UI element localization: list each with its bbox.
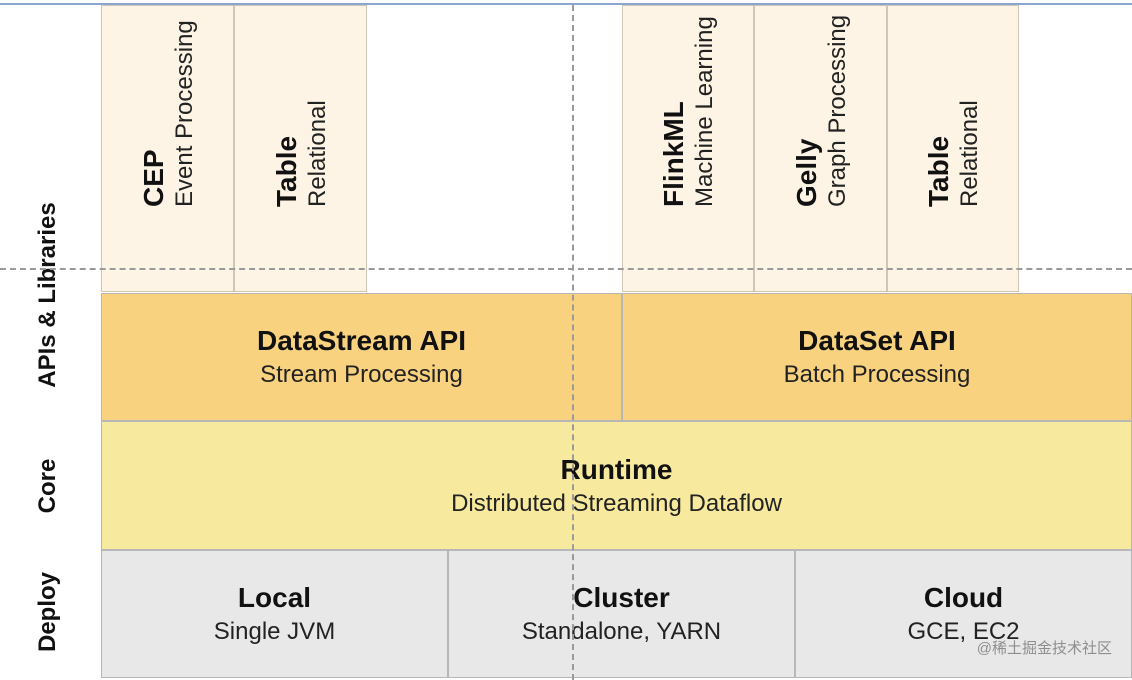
block-title: Cloud [923, 582, 1004, 613]
library-desc: Event Processing [170, 20, 198, 207]
block-subtitle: Batch Processing [783, 361, 971, 388]
block-title: Local [237, 582, 312, 613]
library-desc: Relational [956, 100, 983, 207]
block-subtitle: Single JVM [213, 618, 336, 645]
library-table-batch: Table Relational [887, 5, 1019, 292]
horizontal-dashed-guide [0, 268, 1132, 270]
deploy-local-block: Local Single JVM [101, 550, 448, 678]
library-name: FlinkML [658, 101, 689, 207]
library-name: Gelly [790, 138, 822, 207]
block-title: Runtime [560, 453, 673, 485]
datastream-api-block: DataStream API Stream Processing [101, 293, 622, 421]
watermark-text: @稀土掘金技术社区 [976, 640, 1112, 657]
library-desc: Relational [303, 100, 331, 207]
runtime-block: Runtime Distributed Streaming Dataflow [101, 421, 1132, 550]
block-subtitle: Distributed Streaming Dataflow [451, 489, 782, 517]
vertical-dashed-guide [572, 5, 574, 680]
top-border-line [0, 3, 1132, 5]
block-subtitle: Standalone, YARN [521, 618, 722, 645]
library-desc: Machine Learning [691, 16, 718, 207]
deploy-cloud-block: Cloud GCE, EC2 [795, 550, 1132, 678]
library-name: Table [923, 135, 954, 207]
library-name: CEP [137, 149, 169, 207]
library-desc: Graph Processing [823, 14, 851, 207]
library-gelly: Gelly Graph Processing [754, 5, 887, 292]
block-title: DataStream API [256, 325, 467, 356]
layer-label-apis: APIs & Libraries [34, 202, 61, 388]
library-table-stream: Table Relational [234, 5, 367, 292]
dataset-api-block: DataSet API Batch Processing [622, 293, 1132, 421]
block-subtitle: GCE, EC2 [907, 618, 1020, 645]
library-flinkml: FlinkML Machine Learning [622, 5, 754, 292]
block-title: DataSet API [798, 325, 956, 356]
layer-label-deploy: Deploy [34, 571, 61, 653]
deploy-cluster-block: Cluster Standalone, YARN [448, 550, 795, 678]
library-cep: CEP Event Processing [101, 5, 234, 292]
library-name: Table [270, 135, 302, 207]
block-title: Cluster [573, 582, 670, 613]
layer-label-core: Core [34, 458, 61, 514]
block-subtitle: Stream Processing [260, 361, 463, 388]
